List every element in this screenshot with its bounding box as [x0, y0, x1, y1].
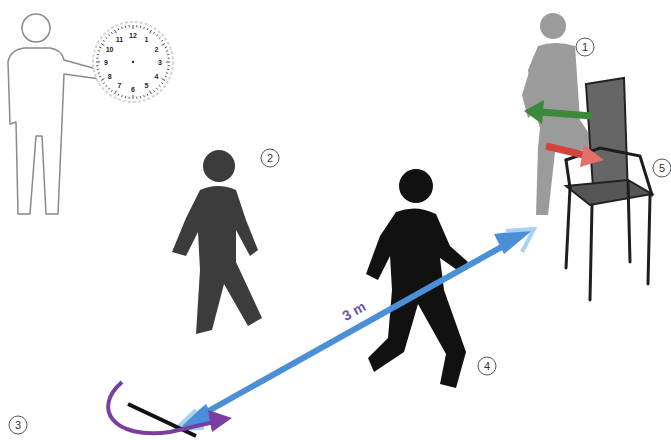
clock-tick: [159, 85, 161, 86]
clock-tick: [136, 97, 137, 99]
clock-tick: [101, 44, 104, 46]
turn-marker: [108, 382, 232, 436]
clock-tick: [161, 40, 163, 41]
clock-tick: [159, 37, 161, 38]
clock-tick: [96, 62, 100, 63]
clock-tick: [147, 28, 149, 30]
clock-tick: [168, 65, 170, 66]
clock-numeral: 10: [106, 45, 114, 52]
clock-tick: [103, 40, 105, 41]
clock-tick: [133, 25, 134, 29]
clock-tick: [99, 47, 101, 49]
clock-numeral: 4: [154, 72, 158, 79]
clock-tick: [106, 37, 108, 38]
clock-numeral: 8: [108, 72, 112, 79]
walking-person: [172, 150, 262, 334]
callout-circles: [9, 38, 671, 434]
walking-person: [366, 169, 468, 388]
clock-tick: [98, 72, 100, 74]
clock-tick: [108, 88, 109, 90]
clock-tick: [96, 65, 98, 66]
clock-tick: [136, 25, 137, 27]
clock-numeral: 7: [118, 82, 122, 89]
clock-tick: [166, 72, 168, 74]
force-arrows: [524, 100, 604, 167]
clock-tick: [154, 32, 155, 34]
clock-tick: [129, 97, 130, 99]
clock-tick: [99, 76, 101, 78]
clock-tick: [101, 79, 104, 81]
clock-numeral: 3: [158, 59, 162, 66]
clock-numeral: 1: [145, 35, 149, 42]
clock-tick: [121, 95, 123, 97]
clock-numeral: 2: [154, 45, 158, 52]
clock-tick: [143, 27, 145, 29]
clock-tick: [147, 94, 149, 96]
clock-tick: [115, 91, 117, 94]
clock-numeral: 11: [116, 35, 123, 42]
clock-tick: [156, 88, 157, 90]
clock-face: [93, 22, 173, 102]
clock-tick: [97, 69, 99, 70]
clock-tick: [165, 76, 167, 78]
clock-tick: [115, 30, 117, 33]
clock-tick: [118, 28, 120, 30]
clock-tick: [150, 91, 152, 94]
clock-tick: [133, 95, 134, 99]
clock-tick: [140, 96, 141, 98]
clock-tick: [150, 30, 152, 33]
callout-number: 2: [267, 153, 273, 164]
instructor-figure: [8, 14, 102, 214]
clock-tick: [167, 54, 169, 55]
clock-tick: [154, 90, 155, 92]
clock-numeral: 5: [145, 82, 149, 89]
clock-tick: [106, 85, 108, 86]
clock-tick: [103, 83, 105, 84]
clock-tick: [140, 26, 141, 28]
callout-number: 3: [15, 420, 21, 431]
clock-tick: [111, 32, 112, 34]
clock-tick: [162, 44, 165, 46]
clock-tick: [168, 58, 170, 59]
callout-number: 5: [659, 163, 665, 174]
clock-tick: [111, 90, 112, 92]
clock-tick: [125, 96, 126, 98]
clock-tick: [156, 35, 157, 37]
clock-tick: [167, 69, 169, 70]
chair: [566, 78, 652, 300]
clock-tick: [143, 95, 145, 97]
clock-tick: [162, 79, 165, 81]
clock-tick: [125, 26, 126, 28]
clock-tick: [166, 62, 170, 63]
clock-numeral: 9: [104, 59, 108, 66]
clock-tick: [98, 50, 100, 52]
clock-tick: [97, 54, 99, 55]
clock-tick: [166, 50, 168, 52]
clock-tick: [96, 58, 98, 59]
clock-numeral: 12: [129, 32, 137, 39]
dimension-label: 3 m: [340, 299, 368, 323]
clock-tick: [108, 35, 109, 37]
clock-tick: [129, 25, 130, 27]
clock-tick: [161, 83, 163, 84]
clock-numeral: 6: [131, 86, 135, 93]
callout-number: 1: [582, 42, 588, 53]
clock-tick: [165, 47, 167, 49]
clock-tick: [118, 94, 120, 96]
callout-number: 4: [484, 361, 490, 372]
clock-tick: [121, 27, 123, 29]
distance-arrow: [176, 229, 534, 429]
